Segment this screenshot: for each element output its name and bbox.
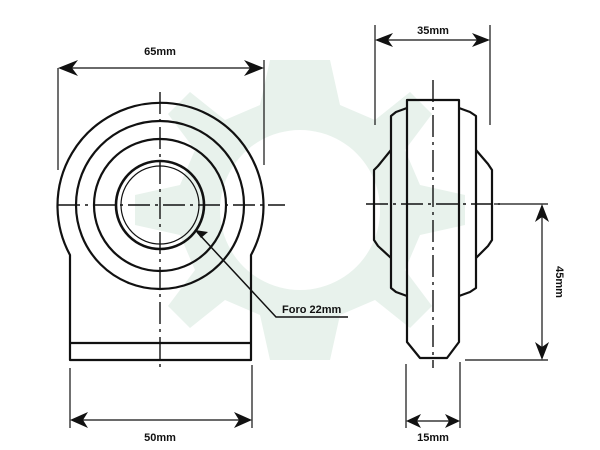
dimension-50mm: 50mm (69, 365, 253, 444)
dim-label-45mm: 45mm (553, 266, 565, 298)
dimension-45mm: 45mm (465, 203, 565, 361)
side-inner-body (405, 98, 461, 360)
dim-label-50mm: 50mm (144, 432, 176, 444)
side-view: 35mm 45mm 15mm (366, 25, 565, 444)
dim-label-35mm: 35mm (417, 25, 449, 37)
dim-label-65mm: 65mm (144, 46, 176, 58)
dim-label-15mm: 15mm (417, 432, 449, 444)
dimension-35mm: 35mm (374, 25, 491, 125)
front-view: 65mm 50mm Foro 22mm (56, 46, 348, 444)
dimension-15mm: 15mm (405, 362, 461, 444)
dimension-65mm: 65mm (57, 46, 265, 170)
side-middle-flange (389, 106, 478, 298)
front-body-outline (56, 101, 265, 362)
side-outer-hub (372, 149, 494, 259)
bore-callout: Foro 22mm (195, 230, 348, 318)
gear-watermark-icon (135, 60, 465, 360)
callout-label-foro-22mm: Foro 22mm (282, 304, 342, 316)
